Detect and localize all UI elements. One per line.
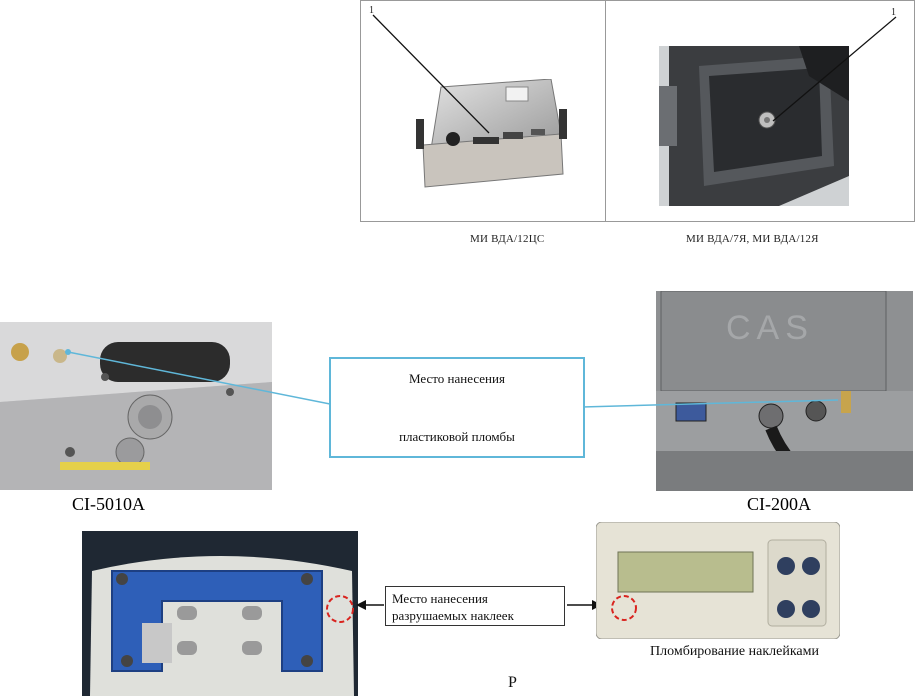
caption-mi-vda-12cs: МИ ВДА/12ЦС (470, 233, 545, 245)
callout-plastic-seal: Место нанесения пластиковой пломбы (329, 357, 585, 458)
caption-mi-vda-7ya-12ya: МИ ВДА/7Я, МИ ВДА/12Я (686, 233, 819, 245)
photo-display-panel (596, 522, 840, 639)
photo-ci-200a: CAS (656, 291, 913, 491)
bottom-center-fragment: Р (508, 674, 517, 691)
top-figure-divider (605, 1, 606, 221)
bottom-right-caption: Пломбирование наклейками (650, 644, 819, 659)
callout-line1: Место нанесения (409, 371, 505, 386)
callout-line2: пластиковой пломбы (399, 429, 515, 444)
label-line1: Место нанесения (392, 591, 488, 606)
svg-text:CAS: CAS (726, 309, 814, 347)
photo-blue-bracket (82, 531, 358, 696)
label-breakable-stickers: Место нанесения разрушаемых наклеек (385, 586, 565, 626)
marker-number-right: 1 (891, 7, 897, 18)
marker-number-left: 1 (369, 5, 375, 16)
label-ci-5010a: CI-5010A (72, 494, 145, 514)
leader-lines-top (372, 14, 897, 134)
photo-ci-5010a (0, 322, 272, 490)
top-figure-frame: 1 1 (360, 0, 915, 222)
photo-mi-vda-7ya-12ya (659, 46, 849, 206)
label-line2: разрушаемых наклеек (392, 608, 514, 623)
label-ci-200a: CI-200A (747, 494, 811, 514)
photo-mi-vda-12cs (411, 79, 571, 189)
